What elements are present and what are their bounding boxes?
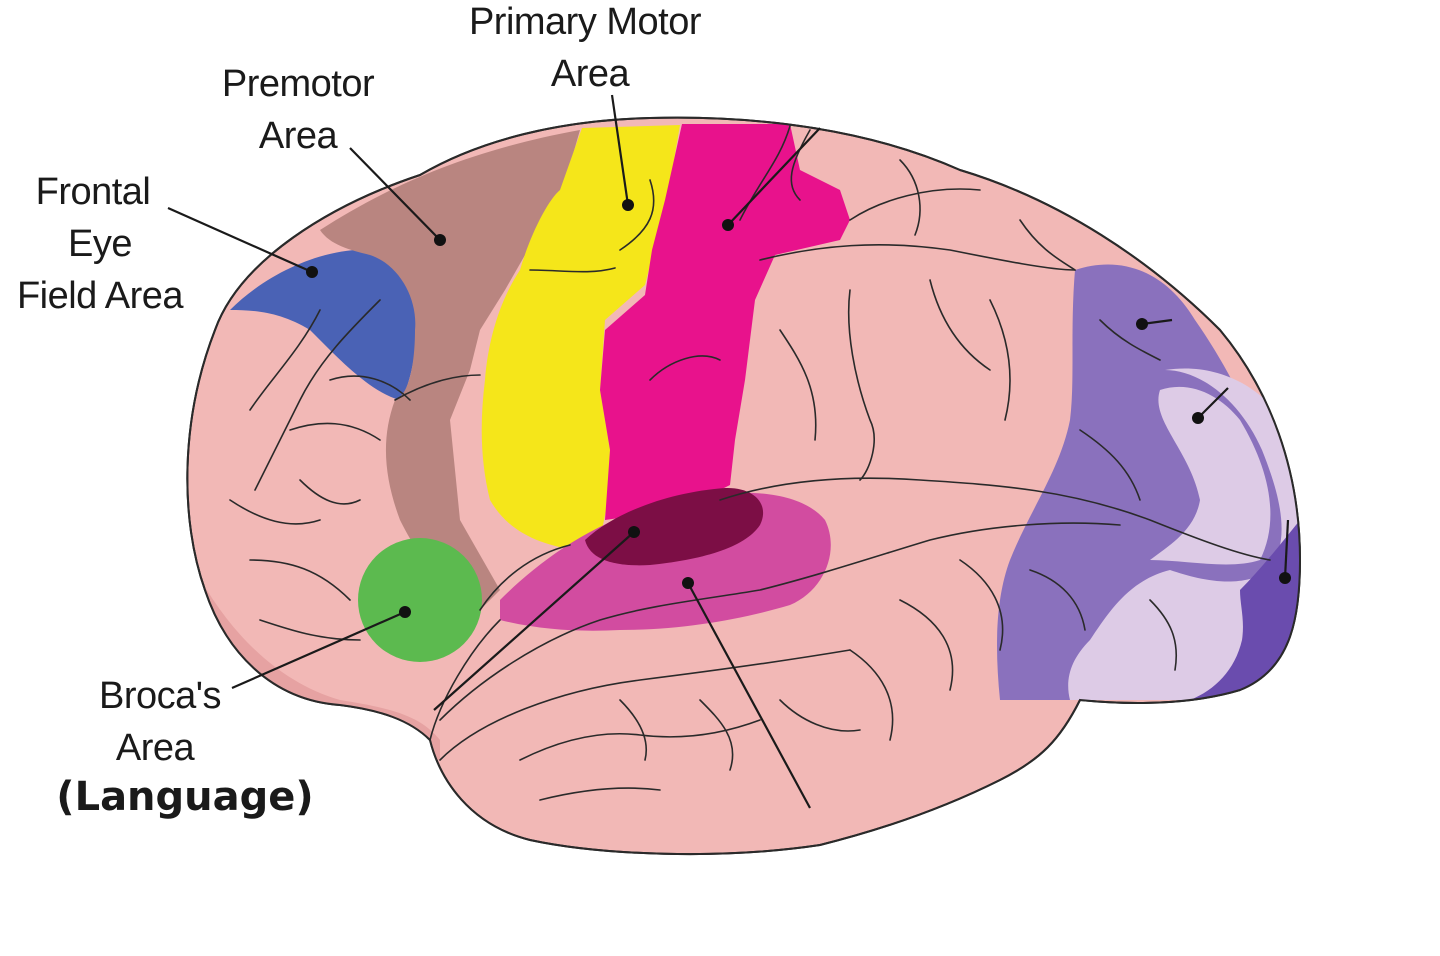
label-primary-motor-line1: Primary Motor — [469, 1, 702, 43]
label-primary-motor-line2: Area — [551, 53, 631, 95]
frontal-eye-field-region — [230, 249, 417, 400]
label-frontal-eye-line2: Eye — [68, 223, 132, 265]
label-frontal-eye-line1: Frontal — [36, 171, 151, 213]
broca-region — [358, 538, 482, 662]
cortex-outline — [186, 116, 1302, 856]
label-premotor-line1: Premotor — [222, 63, 375, 105]
label-broca-line1: Broca's — [99, 675, 221, 717]
label-premotor-line2: Area — [259, 115, 339, 157]
brain-sulci — [229, 125, 1271, 801]
label-broca-line2: Area — [116, 727, 196, 769]
primary-visual-region — [1190, 520, 1300, 700]
premotor-region — [320, 130, 580, 610]
primary-motor-region — [481, 125, 680, 550]
somatosensory-region — [600, 124, 850, 520]
leader-lines — [167, 94, 1291, 809]
label-broca-line3: (Language) — [56, 774, 313, 820]
primary-auditory-region — [585, 487, 764, 566]
label-frontal-eye-line3: Field Area — [17, 275, 184, 317]
